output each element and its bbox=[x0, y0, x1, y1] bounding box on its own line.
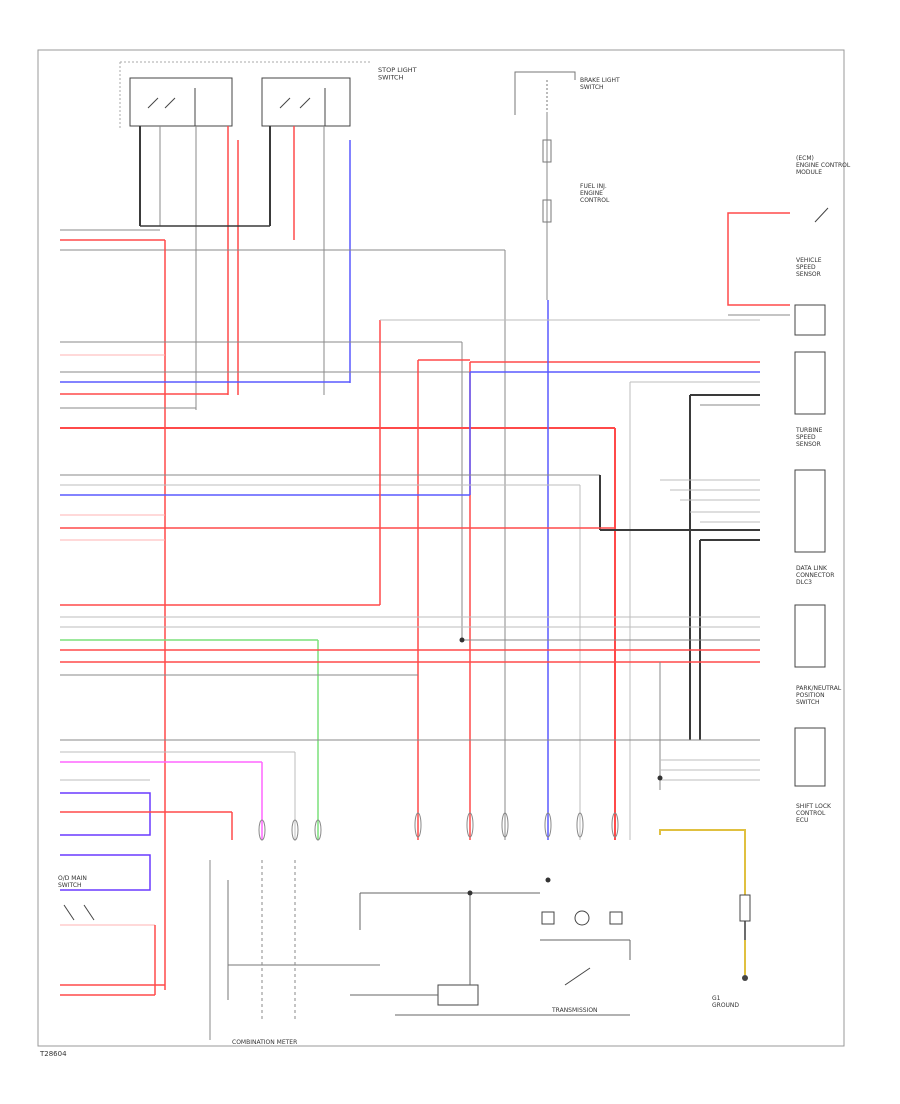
ecm-block bbox=[350, 892, 630, 1016]
connector-box-d bbox=[794, 727, 826, 787]
combination-meter-block bbox=[209, 860, 380, 1040]
transmission-block bbox=[540, 910, 631, 986]
page-frame bbox=[37, 49, 845, 1047]
top-relay-box-left bbox=[129, 77, 233, 127]
connector-box-upper bbox=[794, 304, 826, 336]
top-relay-box-right bbox=[261, 77, 351, 127]
connector-box-c bbox=[794, 604, 826, 668]
left-lower-switch bbox=[63, 904, 95, 921]
footer-code: T28604 bbox=[39, 1050, 67, 1058]
transmission-ecu-label: TRANSMISSION bbox=[551, 1007, 598, 1014]
connector-box-b bbox=[794, 469, 826, 553]
top-fuse-bracket bbox=[514, 71, 576, 115]
junction-dots bbox=[459, 637, 663, 896]
center-fuse-chain bbox=[542, 112, 552, 300]
connector-box-a bbox=[794, 351, 826, 415]
ground-circuit bbox=[659, 829, 751, 981]
bottom-connector-row bbox=[258, 812, 619, 841]
combination-meter-label: COMBINATION METER bbox=[232, 1039, 297, 1046]
top-right-switch bbox=[727, 207, 829, 316]
